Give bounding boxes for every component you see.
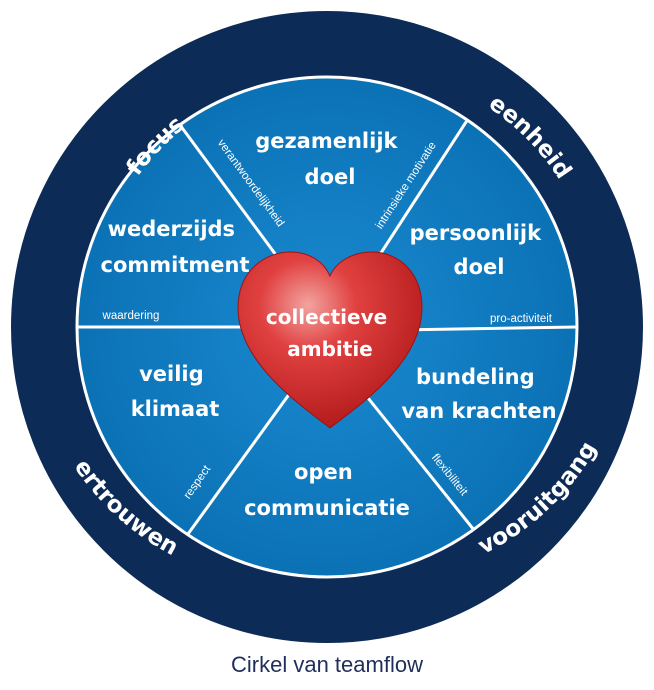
divider-line-right	[397, 325, 578, 332]
divider-label-waardering: waardering	[102, 310, 160, 322]
segment-wederzijds-commitment: wederzijds commitment	[101, 217, 250, 277]
divider-line-top-right	[364, 118, 470, 277]
teamflow-circle-diagram: focus eenheid vertrouwen vooruitgang gez…	[9, 9, 645, 645]
center-label: collectieve ambitie	[266, 305, 394, 361]
divider-line-top-left	[178, 124, 292, 275]
segment-bundeling-van-krachten: bundeling van krachten	[401, 365, 556, 423]
segment-open-communicatie: open communicatie	[244, 460, 410, 520]
segment-persoonlijk-doel: persoonlijk doel	[410, 221, 549, 279]
segment-gezamenlijk-doel: gezamenlijk doel	[255, 129, 405, 189]
heart-icon	[237, 251, 423, 429]
divider-line-bottom-right	[350, 377, 476, 531]
outer-ring-edge	[9, 9, 645, 645]
divider-line-bottom-left	[186, 381, 300, 535]
divider-lines	[77, 118, 578, 535]
segment-veilig-klimaat: veilig klimaat	[131, 362, 220, 421]
diagram-caption: Cirkel van teamflow	[231, 652, 423, 677]
divider-label-pro-activiteit: pro-activiteit	[490, 313, 553, 325]
